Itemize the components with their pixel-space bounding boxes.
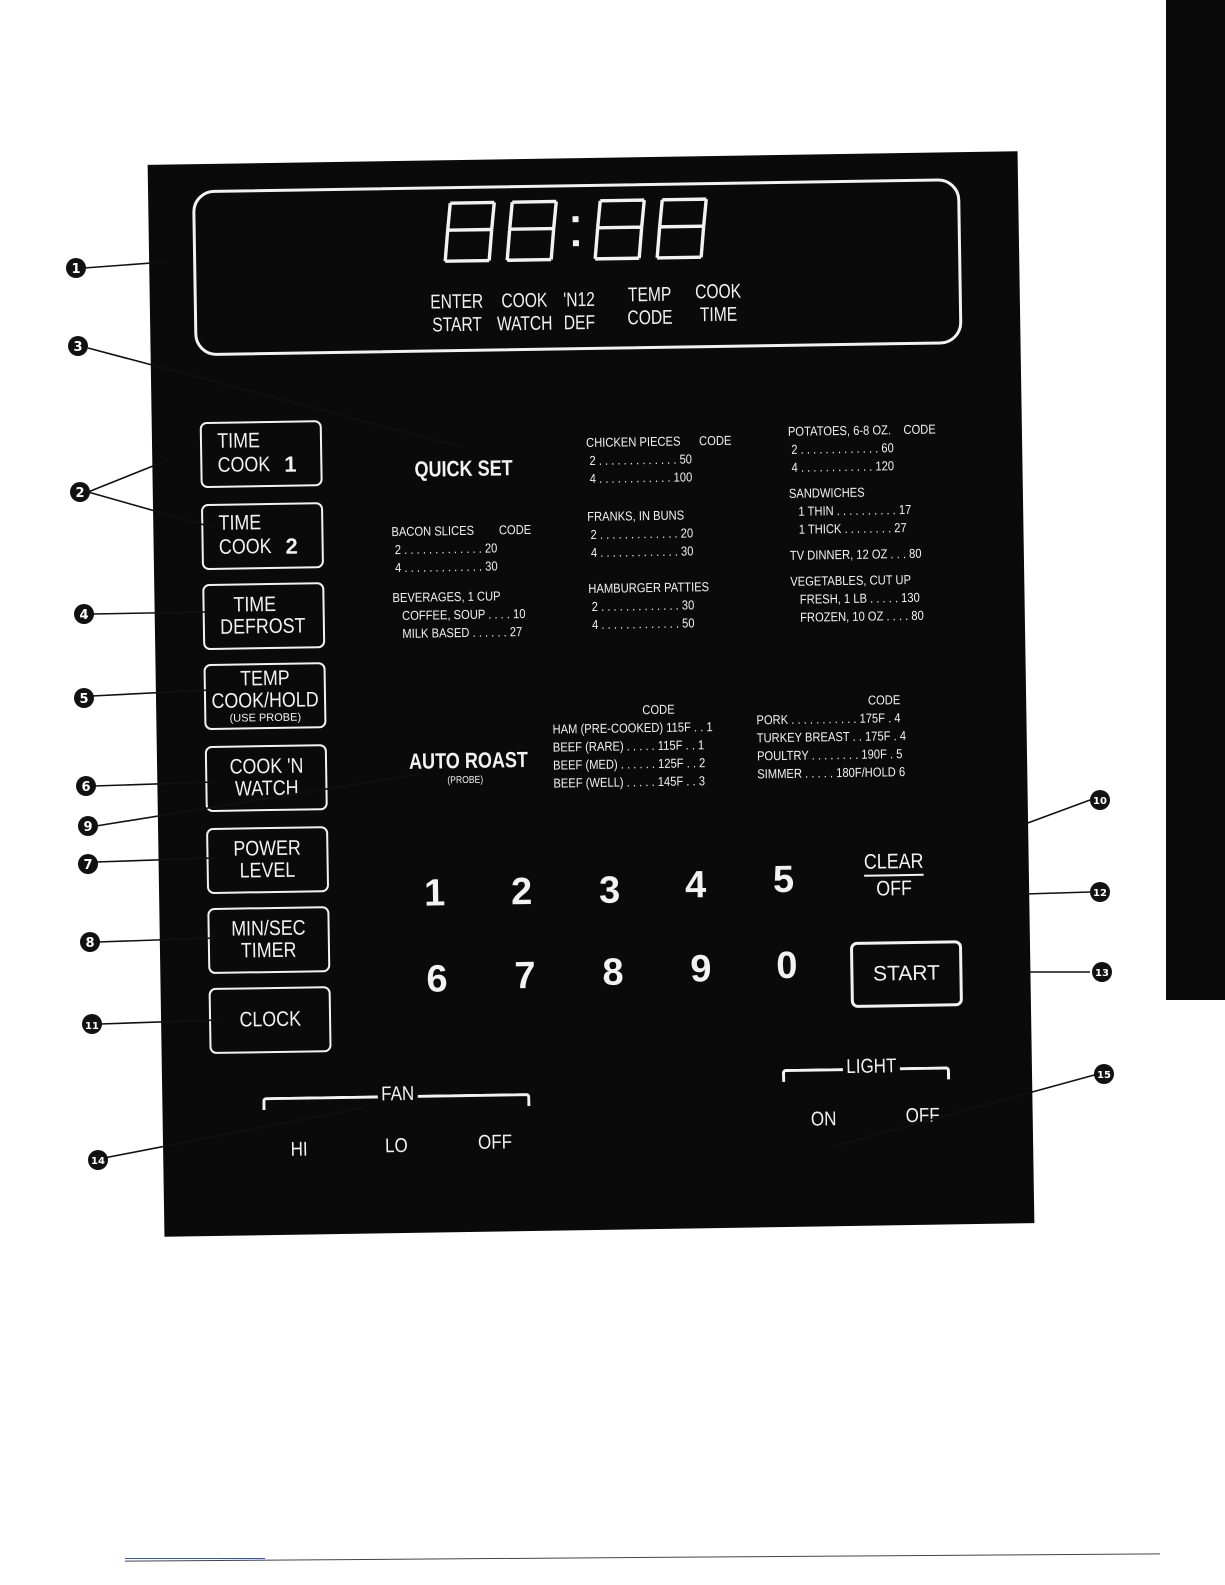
svg-text:5: 5 [79,692,88,707]
callout-13: 13 [1092,962,1112,982]
display-digits [443,197,708,263]
footer-link-rule [125,1558,265,1559]
callout-markers: 1 3 2 4 5 6 9 7 8 11 10 12 13 14 15 [66,258,1114,1170]
callout-2: 2 [70,482,90,502]
callout-3: 3 [68,336,88,356]
page-edge-tab [1166,0,1225,1000]
callout-12: 12 [1090,882,1110,902]
callout-15: 15 [1094,1064,1114,1084]
svg-text:4: 4 [79,608,88,623]
callout-14: 14 [88,1150,108,1170]
callout-7: 7 [78,854,98,874]
callout-9: 9 [78,816,98,836]
callout-11: 11 [82,1014,102,1034]
svg-text:10: 10 [1093,796,1107,807]
svg-text:6: 6 [81,780,90,795]
leader-lines [83,261,1099,1159]
svg-text:1: 1 [71,262,80,277]
svg-text:2: 2 [75,486,84,501]
svg-text:9: 9 [83,820,92,835]
callout-8: 8 [80,932,100,952]
callout-6: 6 [76,776,96,796]
callout-10: 10 [1090,790,1110,810]
svg-text:12: 12 [1093,888,1107,899]
svg-text:13: 13 [1095,968,1109,979]
svg-text:7: 7 [83,858,92,873]
svg-text:3: 3 [73,340,82,355]
svg-text:11: 11 [85,1021,99,1032]
callout-1: 1 [66,258,86,278]
svg-text:14: 14 [91,1156,105,1167]
callout-5: 5 [74,688,94,708]
callout-4: 4 [74,604,94,624]
svg-text:15: 15 [1097,1070,1111,1081]
svg-text:8: 8 [85,936,94,951]
